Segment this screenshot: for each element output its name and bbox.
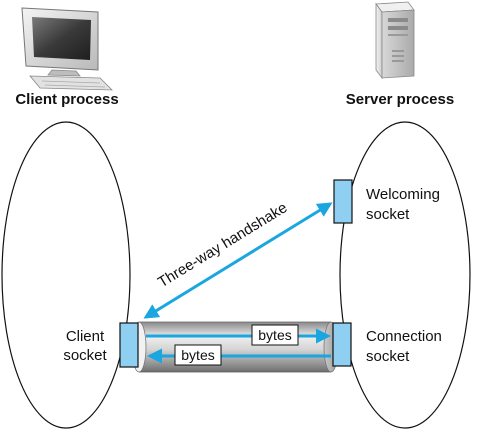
client-socket-label-line2: socket [63,347,107,364]
client-socket-label-line1: Client [66,328,105,345]
bytes-backward-box: bytes [174,344,222,366]
handshake-label: Three-way handshake [155,199,290,291]
welcoming-socket-label-line2: socket [366,206,410,223]
server-process-boundary [339,121,471,429]
server-tower-icon [375,1,415,80]
server-process-label: Server process [346,91,454,108]
connection-socket-label-line2: socket [366,348,410,365]
tcp-connection-pipe [131,321,339,373]
client-socket [119,322,139,368]
client-process-label: Client process [15,91,118,108]
handshake-arrow [143,202,333,319]
connection-socket [332,322,352,367]
desktop-computer-icon [21,7,113,91]
bytes-backward-label: bytes [181,347,214,363]
bytes-forward-box: bytes [251,324,299,346]
connection-socket-label-line1: Connection [366,328,442,345]
welcoming-socket [333,179,353,224]
welcoming-socket-label-line1: Welcoming [366,186,440,203]
client-process-boundary [1,121,131,429]
bytes-forward-label: bytes [258,327,291,343]
